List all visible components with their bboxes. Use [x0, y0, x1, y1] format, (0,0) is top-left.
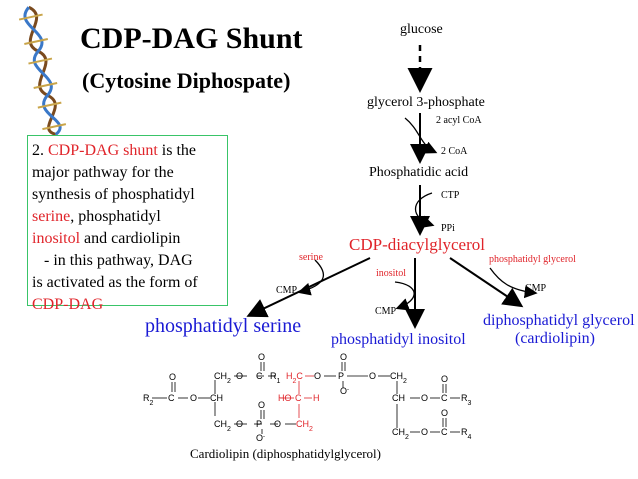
struct-h2c: H2C	[286, 371, 303, 385]
phosphatidic-acid-label: Phosphatidic acid	[369, 165, 469, 180]
struct-ch2-red: CH2	[296, 419, 313, 433]
diphosphatidyl-glycerol-label: diphosphatidyl glycerol	[483, 312, 635, 329]
phosphatidyl-serine-label: phosphatidyl serine	[145, 315, 302, 337]
cardiolipin-label: (cardiolipin)	[515, 330, 595, 347]
struct-ch: CH	[210, 393, 223, 403]
struct-p-1: P	[256, 419, 262, 429]
cmp-label-serine: CMP	[276, 285, 298, 296]
note-line-3: synthesis of phosphatidyl	[32, 186, 195, 203]
cmp-label-inositol: CMP	[375, 306, 397, 317]
struct-o-9: O	[369, 371, 376, 381]
struct-o-7: O	[274, 419, 281, 429]
struct-o-11: O	[441, 374, 448, 384]
struct-c-2: C	[168, 393, 175, 403]
note-line-1: 2. CDP-DAG shunt is the	[32, 142, 197, 159]
struct-c-1: C	[256, 371, 263, 381]
struct-o-8: O	[340, 352, 347, 362]
note-line-5: inositol and cardiolipin	[32, 230, 181, 247]
structure-caption: Cardiolipin (diphosphatidylglycerol)	[190, 446, 381, 461]
struct-o-6: O	[258, 400, 265, 410]
ppi-label: PPi	[441, 223, 455, 234]
struct-o-13: O	[441, 408, 448, 418]
struct-o-4: O	[190, 393, 197, 403]
struct-ch2-1: CH2	[214, 371, 231, 385]
page-title: CDP-DAG Shunt	[80, 22, 303, 55]
struct-r1: R1	[270, 371, 281, 385]
struct-o-1: O	[258, 352, 265, 362]
struct-h: H	[313, 393, 320, 403]
note-line-4: serine, phosphatidyl	[32, 208, 161, 225]
struct-p-2: P	[338, 371, 344, 381]
struct-ch-2: CH	[392, 393, 405, 403]
coa-label: 2 CoA	[441, 146, 468, 157]
struct-c-4: C	[441, 427, 448, 437]
note-line-7: is activated as the form of	[32, 274, 198, 291]
phosphatidyl-inositol-label: phosphatidyl inositol	[331, 331, 466, 348]
ctp-label: CTP	[441, 190, 460, 201]
struct-o-14: O	[314, 371, 321, 381]
struct-o-5: O	[236, 419, 243, 429]
struct-c-red: C	[295, 393, 302, 403]
struct-ho: HO	[278, 393, 292, 403]
struct-o-minus-2: O-	[340, 386, 349, 396]
struct-r3: R3	[461, 393, 472, 407]
note-line-6: - in this pathway, DAG	[32, 252, 193, 269]
page-subtitle: (Cytosine Diphospate)	[82, 68, 291, 93]
phosphatidyl-glycerol-label: phosphatidyl glycerol	[489, 254, 576, 265]
note-line-8: CDP-DAG	[32, 296, 104, 313]
struct-o-2: O	[169, 372, 176, 382]
inositol-label: inositol	[376, 268, 407, 279]
struct-c-3: C	[441, 393, 448, 403]
serine-label: serine	[299, 252, 323, 263]
explanation-box: 2. CDP-DAG shunt is the major pathway fo…	[27, 135, 228, 313]
struct-ch2-3: CH2	[390, 371, 407, 385]
struct-r4: R4	[461, 427, 472, 441]
cdp-diacylglycerol-label: CDP-diacylglycerol	[349, 235, 485, 254]
struct-ch2-4: CH2	[392, 427, 409, 441]
acylcoa-label: 2 acyl CoA	[436, 115, 482, 126]
cmp-label-glycerol: CMP	[525, 283, 547, 294]
struct-r2: R2	[143, 393, 154, 407]
struct-o-10: O	[421, 393, 428, 403]
note-line-2: major pathway for the	[32, 164, 174, 181]
struct-ch2-2: CH2	[214, 419, 231, 433]
struct-o-minus-1: O-	[256, 433, 265, 443]
glucose-label: glucose	[400, 22, 443, 37]
struct-o-3: O	[236, 371, 243, 381]
glycerol3p-label: glycerol 3-phosphate	[367, 95, 485, 110]
struct-o-12: O	[421, 427, 428, 437]
